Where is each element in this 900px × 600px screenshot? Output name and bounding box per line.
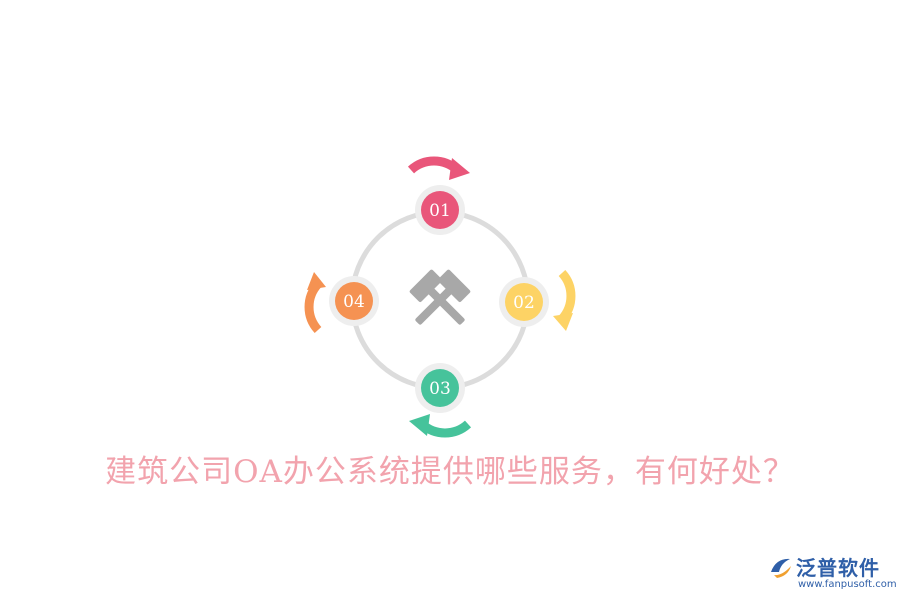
node-03: 03 [415,363,465,413]
brand-logo[interactable]: 泛普软件 www.fanpusoft.com [768,552,897,596]
arrow-top-icon [407,156,470,180]
node-03-label: 03 [429,379,451,399]
arrow-bottom-icon [409,414,472,438]
node-02-label: 02 [513,293,535,313]
node-01-disc [421,191,459,229]
node-04-label: 04 [343,292,365,312]
logo-url: www.fanpusoft.com [798,579,897,590]
node-01: 01 [415,185,465,235]
node-02-disc [505,283,543,321]
node-02: 02 [499,277,549,327]
fanpu-logo-icon [771,558,791,578]
arrow-left-icon [304,272,326,334]
node-04-disc [335,282,373,320]
crossed-hammers-icon [409,269,471,325]
node-04: 04 [329,276,379,326]
node-01-label: 01 [429,201,451,221]
headline-title: 建筑公司OA办公系统提供哪些服务，有何好处？ [105,454,795,490]
arrow-right-icon [553,269,576,331]
node-03-disc [421,369,459,407]
logo-name: 泛普软件 [796,556,880,580]
